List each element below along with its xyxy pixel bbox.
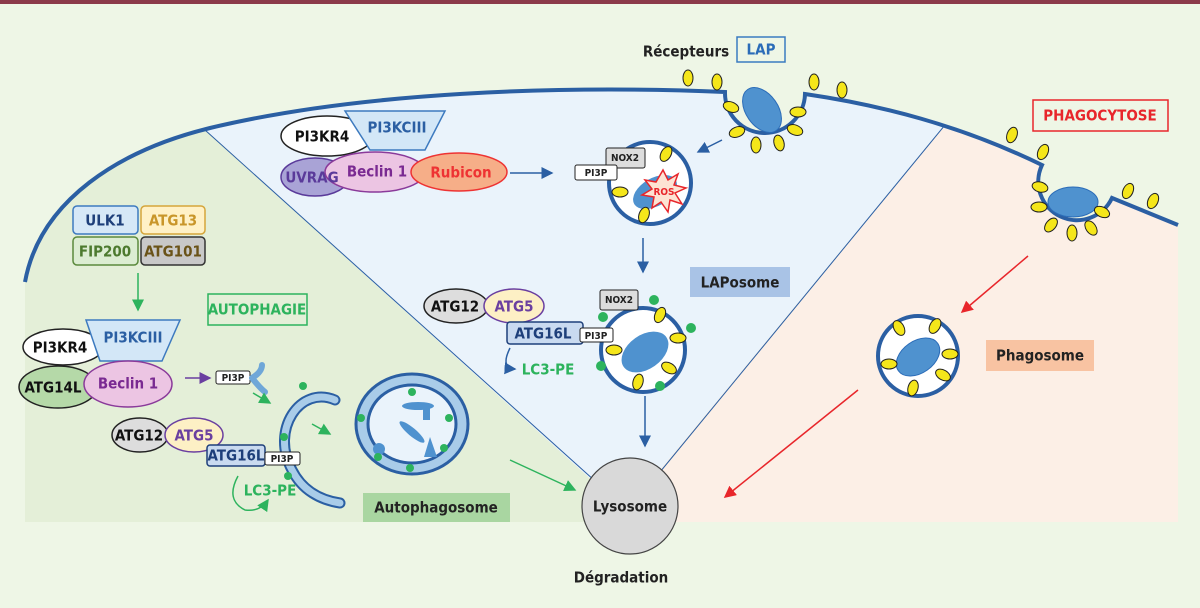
cell-membrane <box>23 87 1179 283</box>
arrow <box>696 139 723 153</box>
arrow <box>311 423 332 435</box>
atg5-label: ATG5 <box>495 298 534 316</box>
pi3kr4-label: PI3KR4 <box>295 128 350 146</box>
lc3-marker <box>299 382 307 390</box>
ulk1-label: ULK1 <box>85 212 124 230</box>
receptors <box>682 69 1160 210</box>
atg12-label: ATG12 <box>431 298 479 316</box>
beclin1-label: Beclin 1 <box>347 163 407 181</box>
lysosome <box>581 457 679 555</box>
fip200-label: FIP200 <box>79 243 131 261</box>
pi3kciii-label: PI3KCIII <box>367 119 426 137</box>
atg14l-label: ATG14L <box>25 379 82 397</box>
lc3-marker <box>280 433 288 441</box>
atg101-label: ATG101 <box>144 243 202 261</box>
ros-burst-icon <box>639 168 689 214</box>
arrow <box>509 459 577 492</box>
ros-label: ROS <box>653 187 674 198</box>
phagosome-label: Phagosome <box>996 347 1084 365</box>
phagosome-label-bg <box>986 340 1094 371</box>
pi3p-label: PI3P <box>585 331 608 342</box>
lap-atg-complex: ATG12 ATG5 ATG16L PI3P LC3-PE <box>423 288 614 379</box>
phago-cup <box>1030 181 1111 242</box>
pi3kr4-label: PI3KR4 <box>33 339 88 357</box>
atg5-label: ATG5 <box>175 427 214 445</box>
early-laposome: ROS NOX2 PI3P <box>574 140 693 226</box>
autophagie-title: AUTOPHAGIE <box>208 301 307 319</box>
phagocytose-title-box <box>1032 99 1169 132</box>
lc3pe-label: LC3-PE <box>244 482 297 500</box>
pi3p-label: PI3P <box>271 454 294 465</box>
phagosome <box>876 314 960 398</box>
lysosome-label: Lysosome <box>593 498 667 516</box>
receptors-label: Récepteurs <box>643 43 729 61</box>
degradation-label: Dégradation <box>574 569 669 587</box>
uvrag-label: UVRAG <box>285 169 338 187</box>
atg16l-label: ATG16L <box>515 325 572 343</box>
rubicon-shape <box>410 152 508 192</box>
divider-line <box>204 129 606 491</box>
lc3pe-label: LC3-PE <box>522 361 575 379</box>
lap-title: LAP <box>747 41 776 59</box>
arrow <box>252 392 272 404</box>
autophagie-title-box <box>207 293 308 326</box>
laposome-label-bg <box>690 267 790 297</box>
nox2-label: NOX2 <box>605 295 633 306</box>
lap-title-box <box>736 36 786 63</box>
beclin1-label: Beclin 1 <box>98 375 158 393</box>
laposome-label: LAPosome <box>701 274 780 292</box>
top-border <box>0 0 1200 4</box>
phagocytose-title: PHAGOCYTOSE <box>1043 107 1156 125</box>
autophagy-pi3k-complex: PI3KR4 PI3KCIII ATG14L Beclin 1 <box>18 319 182 409</box>
lap-pi3k-complex: PI3KR4 PI3KCIII UVRAG Beclin 1 Rubicon <box>280 110 508 197</box>
divider-line <box>659 124 946 473</box>
autophagosome-label: Autophagosome <box>374 499 498 517</box>
atg16l-label: ATG16L <box>208 447 265 465</box>
arrow <box>960 255 1029 313</box>
pi3kciii-label: PI3KCIII <box>103 329 162 347</box>
lc3-marker <box>284 472 292 480</box>
atg12-label: ATG12 <box>115 427 163 445</box>
pi3p-label: PI3P <box>585 168 608 179</box>
autophagosome <box>354 372 470 476</box>
phagophore-nucleation <box>249 362 268 395</box>
atg13-label: ATG13 <box>149 212 197 230</box>
laposome: NOX2 <box>596 289 696 394</box>
arrow <box>723 389 859 498</box>
pi3p-label: PI3P <box>222 373 245 384</box>
autophagosome-label-bg <box>363 493 510 522</box>
lap-cup <box>722 87 807 154</box>
autophagy-atg-complex: ATG12 ATG5 ATG16L PI3P LC3-PE <box>111 417 301 513</box>
pi3kciii-shape <box>343 110 447 151</box>
ulk-complex: ULK1 ATG13 FIP200 ATG101 <box>72 205 206 266</box>
nox2-label: NOX2 <box>611 153 639 164</box>
rubicon-label: Rubicon <box>430 164 491 182</box>
